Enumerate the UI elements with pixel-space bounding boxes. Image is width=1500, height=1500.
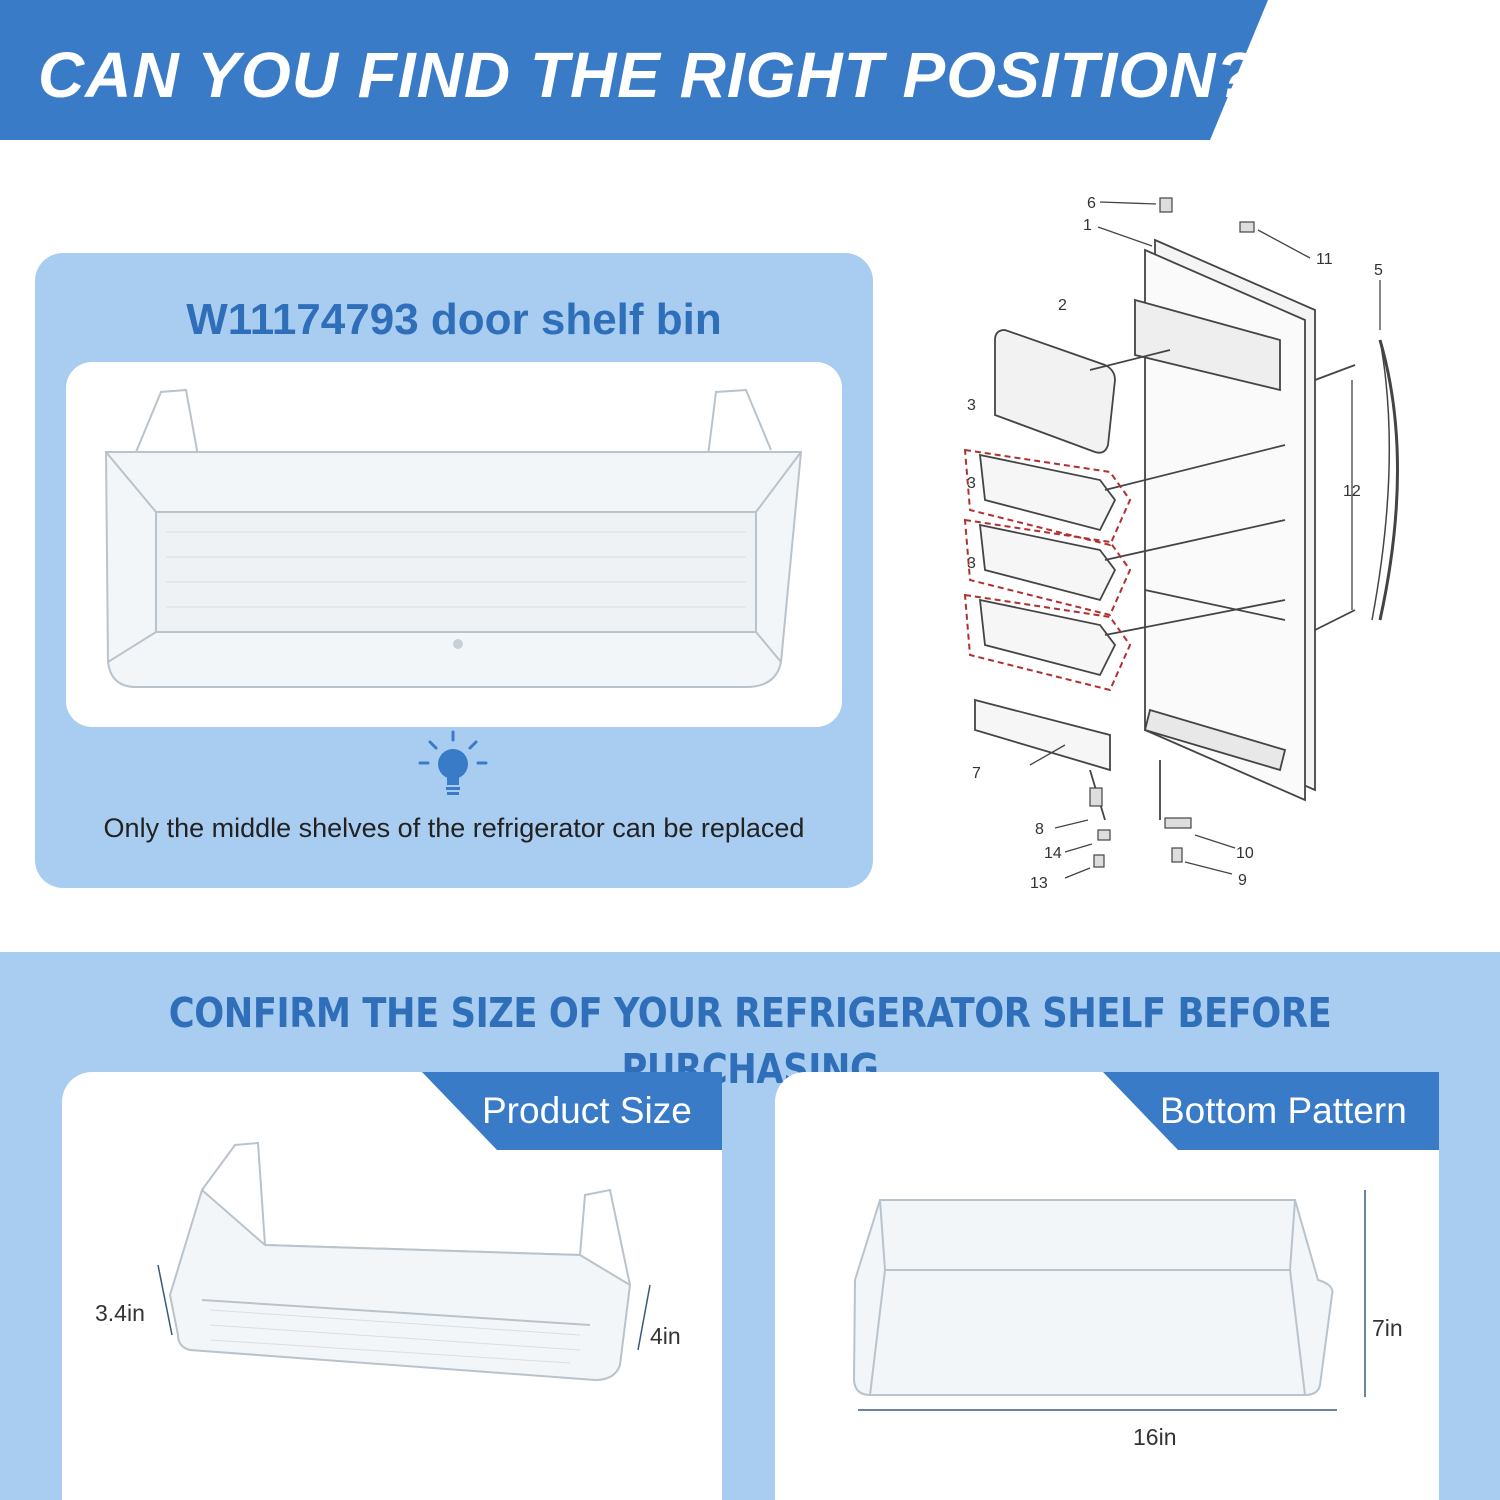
callout-14: 14 (1044, 845, 1062, 862)
product-size-tab (422, 1072, 722, 1150)
depth-label: 7in (1372, 1315, 1403, 1341)
callout-7: 7 (972, 765, 981, 782)
header-banner (0, 0, 1268, 140)
refrigerator-door-diagram: 6 1 11 5 2 3 3 3 12 7 8 14 13 10 9 (963, 195, 1399, 892)
product-image-card (66, 362, 842, 727)
callout-6: 6 (1087, 195, 1096, 212)
callout-2: 2 (1058, 297, 1067, 314)
callout-11: 11 (1316, 251, 1333, 268)
callout-3: 3 (967, 397, 976, 414)
bottom-pattern-tab (1103, 1072, 1439, 1150)
callout-1: 1 (1083, 217, 1092, 234)
product-size-bin-image (157, 1141, 651, 1382)
height-right-label: 4in (650, 1323, 681, 1349)
replacement-tip: Only the middle shelves of the refrigera… (103, 813, 805, 843)
height-left-label: 3.4in (95, 1300, 145, 1326)
product-name: W11174793 door shelf bin (186, 295, 722, 344)
page-title: CAN YOU FIND THE RIGHT POSITION? (38, 39, 1257, 111)
bottom-pattern-label: Bottom Pattern (1160, 1090, 1407, 1131)
callout-10: 10 (1236, 845, 1254, 862)
callout-5: 5 (1374, 262, 1383, 279)
callout-12: 12 (1343, 483, 1361, 500)
callout-3b: 3 (967, 475, 976, 492)
product-size-label: Product Size (482, 1090, 692, 1131)
callout-3c: 3 (967, 555, 976, 572)
width-label: 16in (1133, 1424, 1177, 1450)
door-bin-image (104, 388, 803, 688)
callout-9: 9 (1238, 872, 1247, 889)
callout-8: 8 (1035, 821, 1044, 838)
lightbulb-icon (418, 730, 488, 795)
callout-13: 13 (1030, 875, 1048, 892)
bottom-pattern-bin-image (852, 1190, 1366, 1411)
